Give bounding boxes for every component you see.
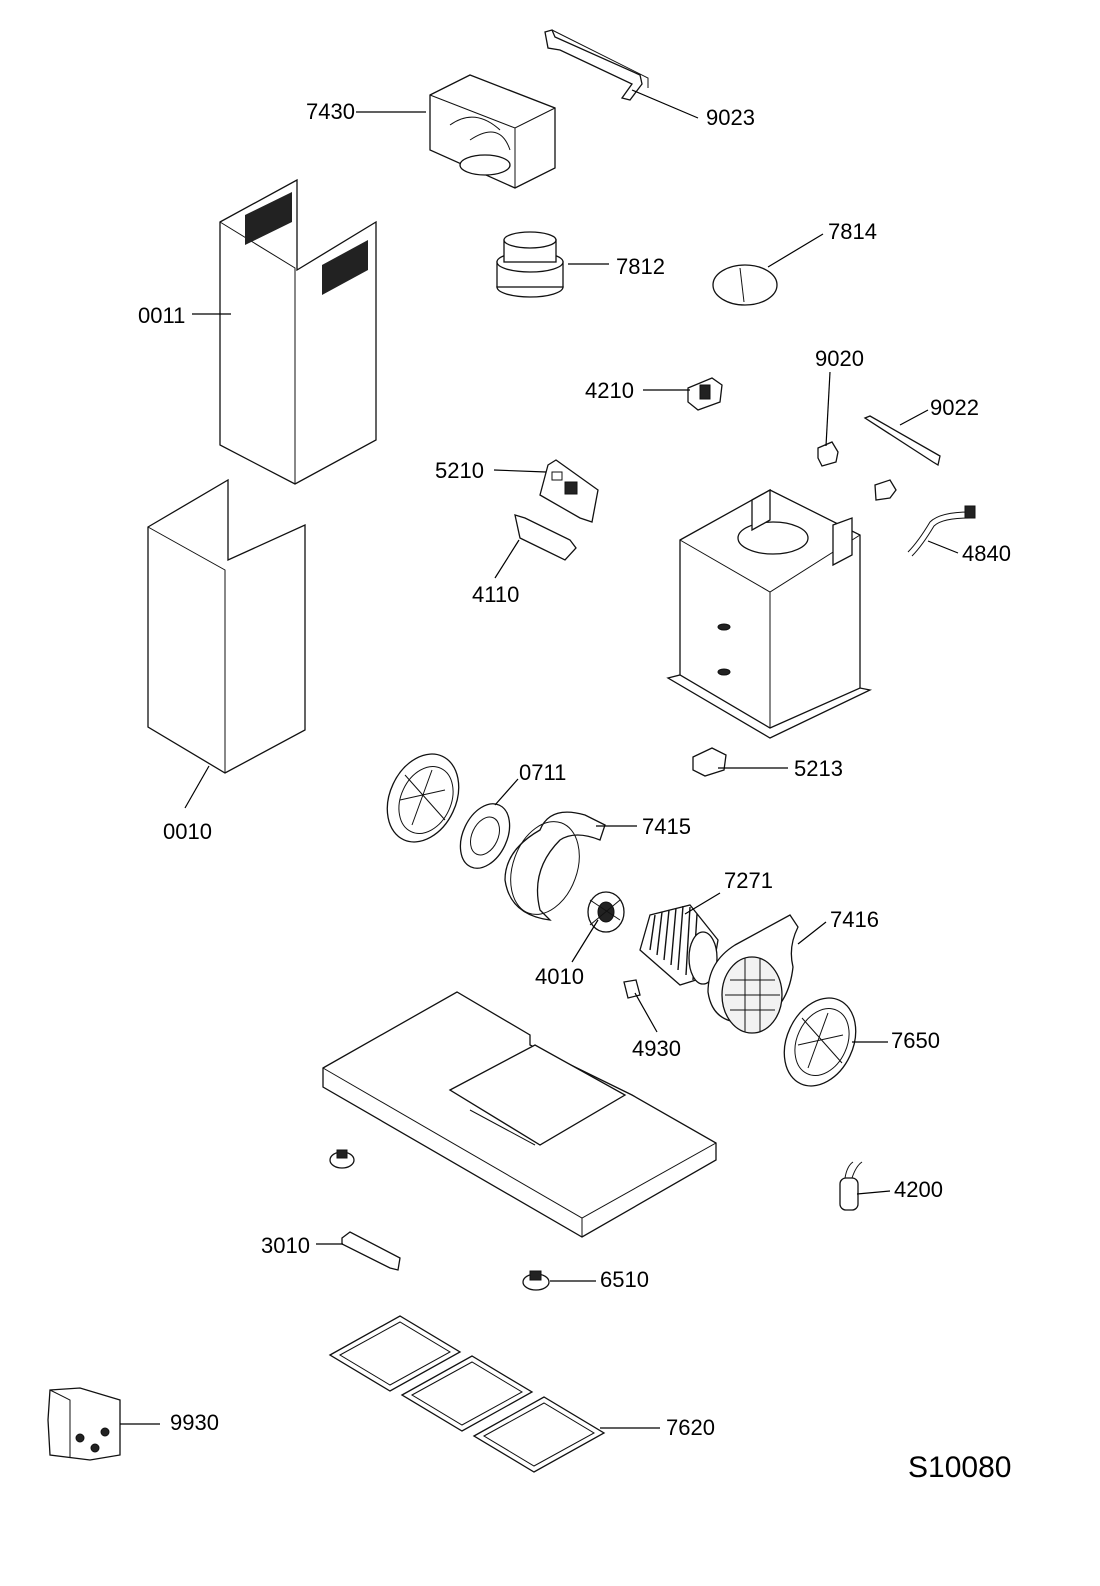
label-3010: 3010	[261, 1233, 310, 1258]
part-9020-clip	[817, 441, 839, 467]
leader-lines	[120, 89, 959, 1429]
label-5213: 5213	[794, 756, 843, 781]
part-7650-fan-guard	[783, 997, 857, 1087]
drawing-code: S10080	[908, 1451, 1012, 1484]
part-7415-blower-housing	[504, 811, 606, 921]
label-9023: 9023	[706, 105, 755, 130]
part-4110-cover	[514, 514, 577, 561]
label-7271: 7271	[724, 868, 773, 893]
part-4210-switch	[687, 377, 723, 411]
part-9930-bag	[47, 1387, 121, 1461]
label-9020: 9020	[815, 346, 864, 371]
part-hood-canopy	[322, 991, 717, 1238]
label-0011: 0011	[138, 303, 186, 328]
part-3010-bar	[341, 1231, 401, 1271]
label-4010: 4010	[535, 964, 584, 989]
label-4210: 4210	[585, 378, 634, 403]
label-0010: 0010	[163, 819, 212, 844]
label-9930: 9930	[170, 1410, 219, 1435]
label-7416: 7416	[830, 907, 879, 932]
label-4110: 4110	[472, 582, 520, 607]
label-5210: 5210	[435, 458, 484, 483]
part-7814-damper	[712, 264, 778, 306]
label-7812: 7812	[616, 254, 665, 279]
part-4010-motor	[587, 891, 625, 933]
label-4200: 4200	[894, 1177, 943, 1202]
part-7430-duct-adapter	[429, 74, 556, 189]
part-knob-left	[329, 1149, 355, 1169]
part-7812-collar	[496, 231, 564, 298]
part-4930-block	[623, 979, 641, 999]
part-0010-lower-chimney	[147, 478, 306, 774]
label-7415: 7415	[642, 814, 691, 839]
label-7430: 7430	[306, 99, 355, 124]
part-0711-gasket	[459, 803, 511, 869]
part-9022-bar	[863, 415, 941, 467]
part-7620-filters	[328, 1315, 606, 1473]
part-6510-knob	[522, 1270, 550, 1291]
part-fan-guard-left	[386, 753, 460, 843]
part-4200-capacitor	[839, 1161, 863, 1211]
label-7814: 7814	[828, 219, 877, 244]
part-motor-housing-box	[666, 488, 873, 739]
label-6510: 6510	[600, 1267, 649, 1292]
part-7416-blower-housing	[707, 914, 799, 1034]
part-5210-pcb	[539, 459, 599, 523]
label-7650: 7650	[891, 1028, 940, 1053]
part-4840-cable	[907, 505, 976, 557]
part-9023-bracket	[544, 29, 649, 101]
label-4840: 4840	[962, 541, 1011, 566]
label-0711: 0711	[519, 760, 567, 785]
label-4930: 4930	[632, 1036, 681, 1061]
part-5213-relay	[692, 747, 727, 777]
part-bracket-small	[874, 479, 897, 501]
part-7271-impeller	[639, 904, 719, 986]
label-9022: 9022	[930, 395, 979, 420]
part-0011-upper-chimney	[219, 178, 377, 485]
label-7620: 7620	[666, 1415, 715, 1440]
